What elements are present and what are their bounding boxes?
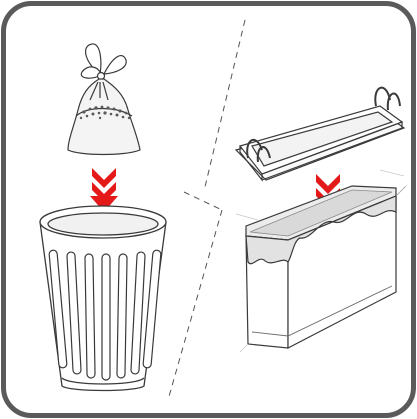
instruction-illustration bbox=[0, 0, 417, 419]
illustration-canvas bbox=[0, 0, 417, 419]
